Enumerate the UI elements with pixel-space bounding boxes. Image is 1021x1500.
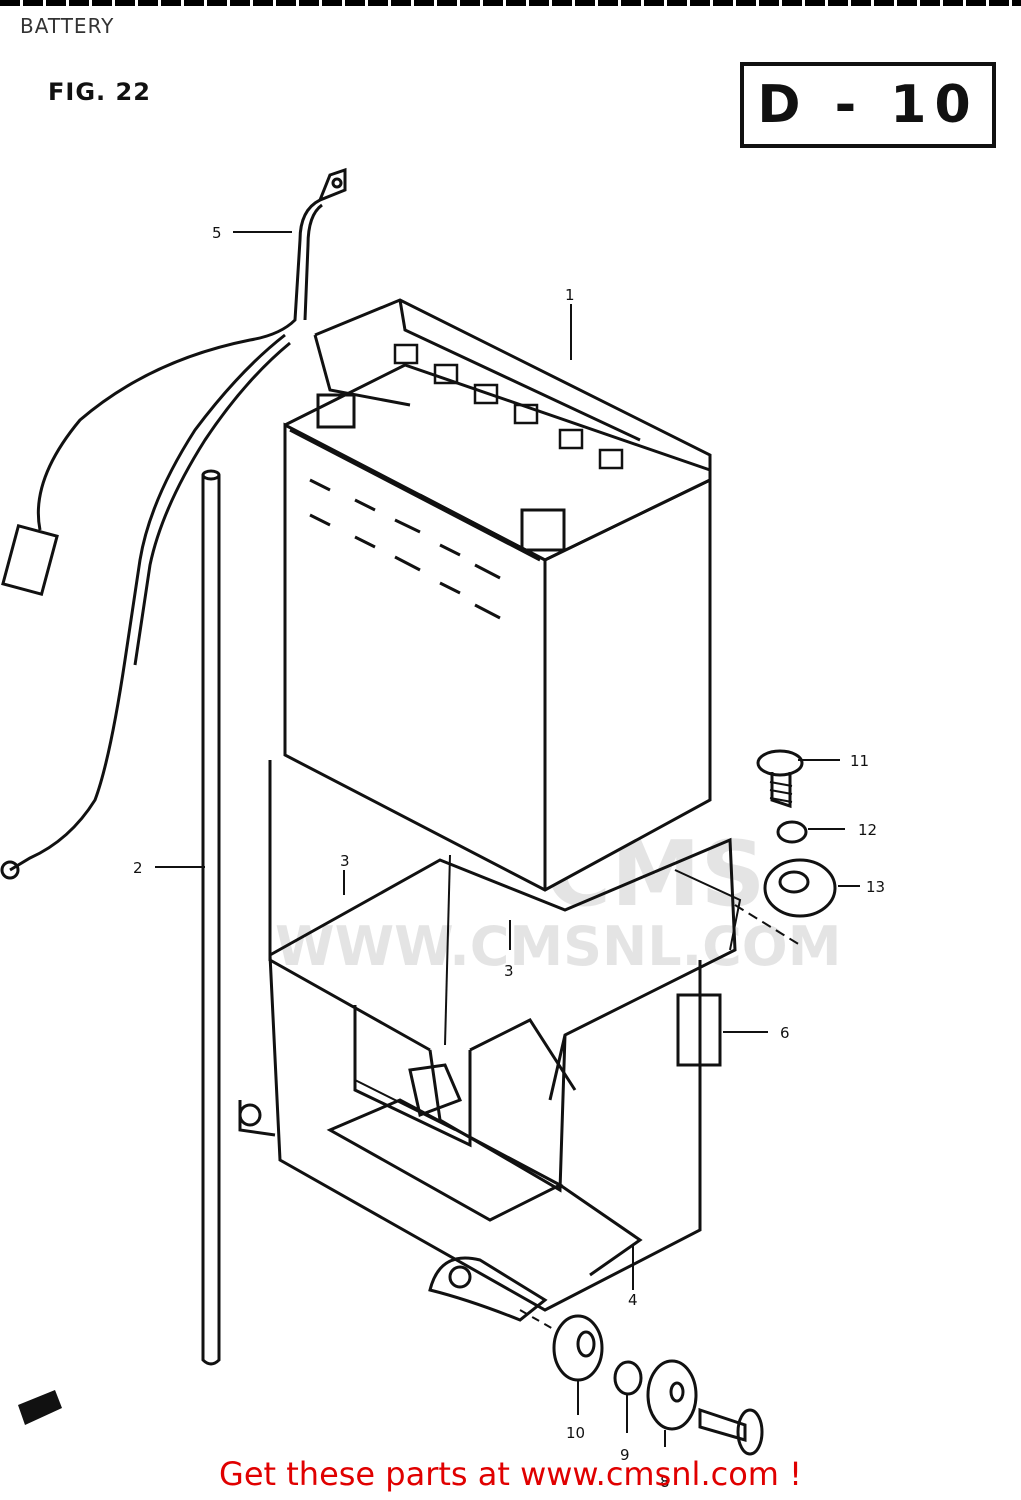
shop-link[interactable]: Get these parts at www.cmsnl.com ! <box>219 1455 802 1493</box>
mount-tab <box>238 1103 262 1127</box>
callout-12: 12 <box>858 821 877 839</box>
battery-cable-illustration <box>0 167 347 880</box>
figure-code: D - 10 <box>757 75 979 135</box>
battery-level-marks <box>309 478 501 620</box>
terminal-positive <box>520 508 566 552</box>
callout-8: 8 <box>660 1473 670 1491</box>
screw-11 <box>756 749 804 809</box>
callout-6: 6 <box>780 1024 790 1042</box>
page-title: BATTERY <box>20 14 115 38</box>
cushion-10 <box>552 1314 604 1382</box>
pad-6 <box>676 993 722 1067</box>
callout-2: 2 <box>133 859 143 877</box>
leader-lines <box>155 231 860 1447</box>
washer-8 <box>646 1359 698 1431</box>
box-logo-plate <box>408 1063 462 1118</box>
collar-9 <box>613 1360 643 1396</box>
figure-code-box: D - 10 <box>740 62 996 148</box>
terminal-negative <box>316 393 356 429</box>
mount-hole <box>448 1265 472 1289</box>
watermark-url: WWW.CMSNL.COM <box>275 915 841 978</box>
top-border <box>0 0 1021 6</box>
collar-12 <box>776 820 808 844</box>
callout-4: 4 <box>628 1291 638 1309</box>
callout-3a: 3 <box>340 852 350 870</box>
battery-box-illustration <box>238 760 742 1322</box>
callout-3b: 3 <box>504 962 514 980</box>
cushion-13 <box>763 858 837 918</box>
figure-label: FIG. 22 <box>48 78 151 106</box>
part-callouts: 5 1 2 3 3 6 4 11 12 13 10 9 8 <box>133 224 885 1491</box>
callout-13: 13 <box>866 878 885 896</box>
battery-cell-caps <box>393 343 624 470</box>
battery-illustration <box>283 298 712 892</box>
callout-9: 9 <box>620 1446 630 1464</box>
callout-5: 5 <box>212 224 222 242</box>
bolt <box>698 1407 764 1456</box>
callout-1: 1 <box>565 286 575 304</box>
callout-11: 11 <box>850 752 869 770</box>
breather-tube-illustration <box>201 469 221 1366</box>
callout-10: 10 <box>566 1424 585 1442</box>
front-arrow-icon <box>18 1390 62 1425</box>
